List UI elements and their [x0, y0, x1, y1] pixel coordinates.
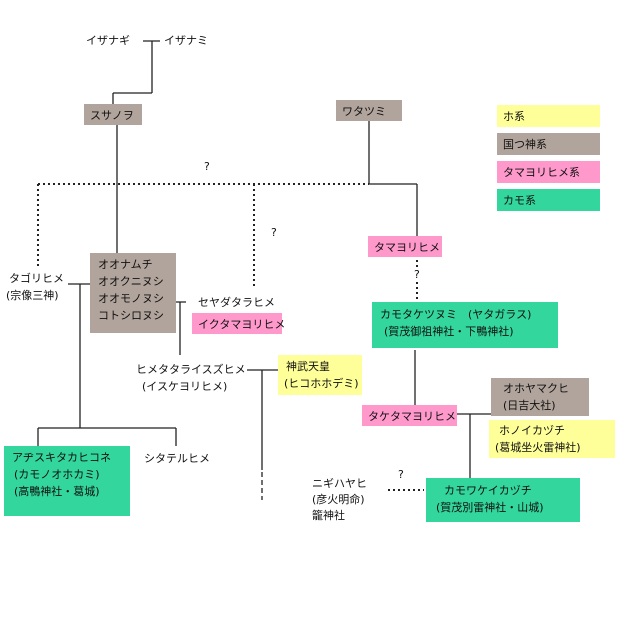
watatsumi-label: ワタツミ [342, 105, 386, 118]
node-tagorihime: タゴリヒメ (宗像三神) [6, 270, 64, 304]
legend-tamayori-label: タマヨリヒメ系 [503, 166, 580, 179]
node-susanoo: スサノヲ [84, 104, 142, 125]
legend-kunitsu: 国つ神系 [497, 133, 600, 155]
ikutamayorihime-label: イクタマヨリヒメ [198, 318, 286, 331]
susanoo-label: スサノヲ [90, 109, 134, 122]
kamowakeikazuchi-name: カモワケイカヅチ [444, 484, 532, 497]
jimmu-name: 神武天皇 [286, 360, 330, 373]
legend-ho-label: ホ系 [503, 110, 525, 123]
tamayorihime-label: タマヨリヒメ [374, 241, 440, 254]
ohoyamakuhi-name: オホヤマクヒ [503, 382, 569, 395]
honoikazuchi-name: ホノイカヅチ [499, 424, 565, 437]
node-himetatara: ヒメタタライスズヒメ (イスケヨリヒメ) [136, 361, 246, 395]
unknown-mark-2: ? [271, 226, 277, 239]
nigihayahi-shrine: 籠神社 [312, 509, 345, 522]
legend-kamo-label: カモ系 [503, 194, 536, 207]
nigihayahi-name: ニギハヤヒ [312, 477, 367, 490]
node-izanami: イザナミ [164, 32, 208, 49]
nigihayahi-alias: (彦火明命) [312, 493, 365, 506]
node-shitateruhime: シタテルヒメ [144, 450, 210, 467]
ajisuki-alias: (カモノオホカミ) [14, 468, 100, 481]
honoikazuchi-shrine: (葛城坐火雷神社) [495, 441, 581, 454]
node-okuninushi: オオナムチ オオクニヌシ オオモノヌシ コトシロヌシ [90, 253, 176, 333]
node-taketamayorihime: タケタマヨリヒメ [362, 405, 457, 426]
ajisuki-name: アヂスキタカヒコネ [12, 451, 111, 464]
kamotaketsunumi-shrine: (賀茂御祖神社・下鴨神社) [384, 325, 514, 338]
ohoyamakuhi-shrine: (日吉大社) [503, 399, 556, 412]
node-tamayorihime: タマヨリヒメ [368, 236, 442, 257]
izanami-label: イザナミ [164, 34, 208, 47]
node-seyadatarahime: セヤダタラヒメ [198, 294, 275, 311]
ajisuki-shrine: (高鴨神社・葛城) [14, 485, 100, 498]
legend-kunitsu-label: 国つ神系 [503, 138, 547, 151]
tagorihime-alias: (宗像三神) [6, 289, 59, 302]
okuninushi-name-1: オオナムチ [98, 258, 153, 271]
node-ikutamayorihime: イクタマヨリヒメ [192, 313, 286, 334]
node-jimmu: 神武天皇 (ヒコホホデミ) [278, 355, 362, 395]
legend-kamo: カモ系 [497, 189, 600, 211]
okuninushi-name-4: コトシロヌシ [98, 309, 164, 322]
kamotaketsunumi-name: カモタケツヌミ (ヤタガラス) [380, 308, 532, 321]
shitateruhime-label: シタテルヒメ [144, 452, 210, 465]
node-kamowakeikazuchi: カモワケイカヅチ (賀茂別雷神社・山城) [426, 478, 580, 522]
unknown-mark-4: ? [398, 468, 404, 481]
node-ajisuki: アヂスキタカヒコネ (カモノオホカミ) (高鴨神社・葛城) [4, 446, 130, 516]
kamowakeikazuchi-shrine: (賀茂別雷神社・山城) [436, 501, 544, 514]
taketamayorihime-label: タケタマヨリヒメ [368, 410, 456, 423]
okuninushi-name-3: オオモノヌシ [98, 292, 164, 305]
node-nigihayahi: ニギハヤヒ (彦火明命) 籠神社 [312, 476, 367, 524]
okuninushi-name-2: オオクニヌシ [98, 275, 164, 288]
tagorihime-name: タゴリヒメ [9, 272, 64, 285]
izanagi-label: イザナギ [86, 34, 130, 47]
himetatara-name: ヒメタタライスズヒメ [136, 363, 246, 376]
node-watatsumi: ワタツミ [336, 100, 402, 121]
unknown-mark-3: ? [414, 268, 420, 281]
jimmu-alias: (ヒコホホデミ) [284, 377, 359, 390]
node-izanagi: イザナギ [86, 32, 130, 49]
himetatara-alias: (イスケヨリヒメ) [142, 380, 228, 393]
legend-tamayori: タマヨリヒメ系 [497, 161, 600, 183]
unknown-mark-1: ? [204, 160, 210, 173]
seyadatarahime-label: セヤダタラヒメ [198, 296, 275, 309]
node-ohoyamakuhi: オホヤマクヒ (日吉大社) [491, 378, 589, 416]
node-honoikazuchi: ホノイカヅチ (葛城坐火雷神社) [489, 420, 615, 458]
node-kamotaketsunumi: カモタケツヌミ (ヤタガラス) (賀茂御祖神社・下鴨神社) [372, 302, 558, 348]
legend-ho: ホ系 [497, 105, 600, 127]
